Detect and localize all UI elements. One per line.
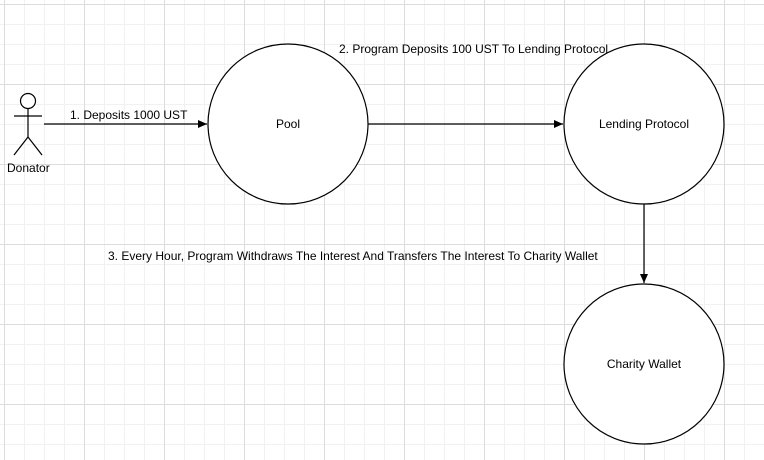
charity-wallet-node[interactable] <box>563 283 725 445</box>
withdraw-edge-label: 3. Every Hour, Program Withdraws The Int… <box>108 249 598 263</box>
donator-actor-icon[interactable] <box>13 92 43 156</box>
lending-protocol-node-label: Lending Protocol <box>598 117 690 131</box>
donator-label: Donator <box>7 161 50 175</box>
pool-node-label: Pool <box>275 117 301 131</box>
lend-edge-label: 2. Program Deposits 100 UST To Lending P… <box>339 42 609 56</box>
deposit-edge-label: 1. Deposits 1000 UST <box>70 108 188 122</box>
charity-wallet-node-label: Charity Wallet <box>606 357 682 371</box>
